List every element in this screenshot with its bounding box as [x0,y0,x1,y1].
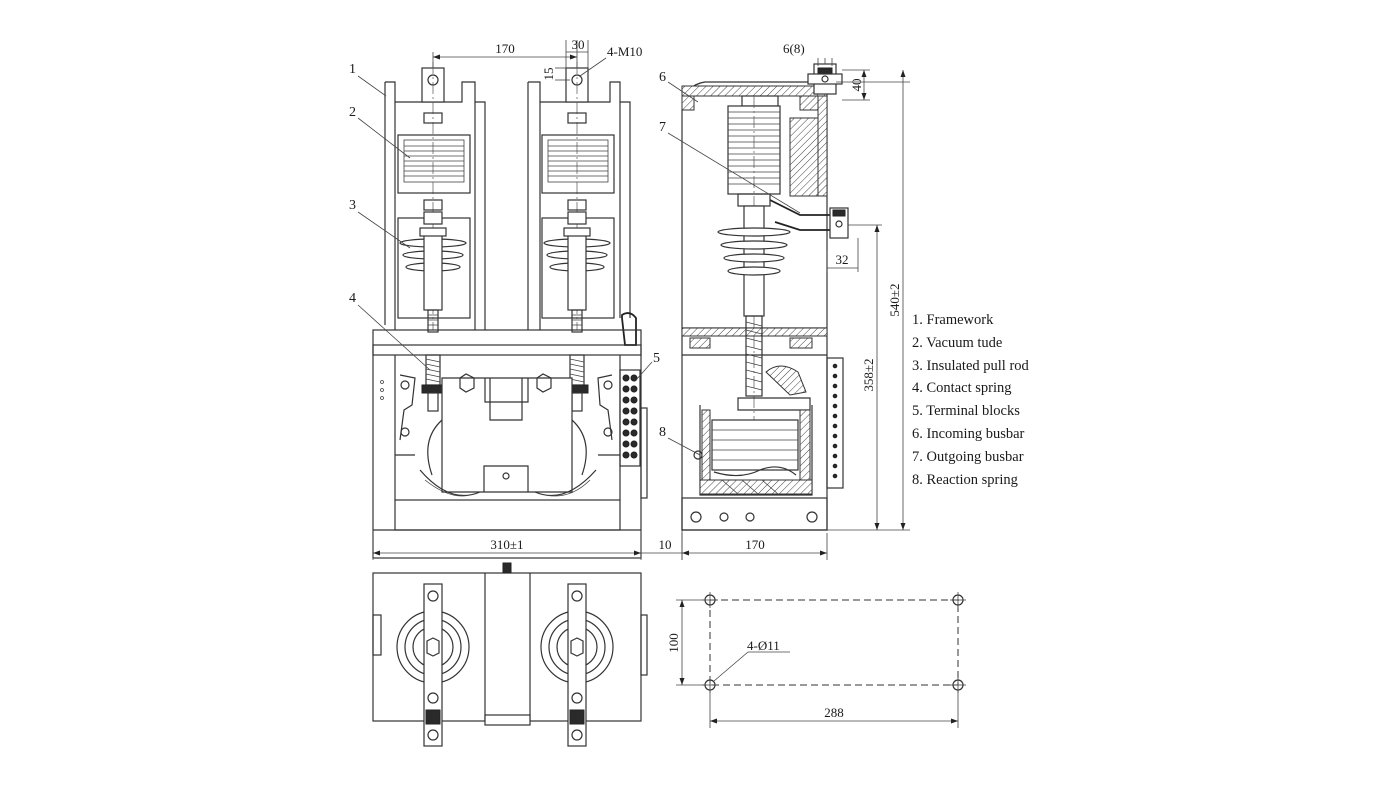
dim-lower-height: 358±2 [861,358,876,391]
mount-holes [702,592,966,693]
contact-spring-right [565,354,589,412]
dim-outgoing-offset: 32 [836,252,849,267]
terminal-block-screws [622,374,638,459]
vacuum-tube-ribs-left [404,145,464,177]
legend-item-reaction-spring: 8. Reaction spring [912,471,1018,488]
vacuum-tube-ribs-right [548,145,608,177]
dim-terminal-bolt: 4-M10 [607,44,642,59]
pull-rod-left [399,227,467,311]
side-view: 170 540±2 358±2 40 6(8) 32 6 7 8 [659,41,910,560]
plan-pole-right [540,583,614,747]
callout-2: 2 [349,105,356,120]
callout-6: 6 [659,70,666,85]
legend-item-incoming-busbar: 6. Incoming busbar [912,425,1025,442]
dim-terminal-width: 30 [572,37,585,52]
dim-pole-spacing: 170 [495,41,515,56]
legend-item-insulated-pull-rod: 3. Insulated pull rod [912,357,1029,374]
plan-view [372,562,648,747]
dim-side-depth: 170 [745,537,765,552]
legend-item-contact-spring: 4. Contact spring [912,380,1012,397]
legend-item-framework: 1. Framework [912,312,994,328]
front-view: 310±1 10 170 30 15 4-M10 1 2 3 4 5 [349,37,683,560]
side-terminal-strip [832,363,838,479]
dim-mount-x: 288 [824,705,844,720]
parts-legend: 1. Framework 2. Vacuum tude 3. Insulated… [912,309,1029,491]
dim-mount-y: 100 [666,633,681,653]
dim-overall-width: 310±1 [490,537,523,552]
legend-item-outgoing-busbar: 7. Outgoing busbar [912,448,1024,465]
dim-terminal-height: 15 [541,68,556,81]
mounting-layout: 100 288 4-Ø11 [666,592,966,728]
dim-side-offset: 10 [659,537,672,552]
dim-busbar-thickness: 6(8) [783,41,805,56]
callout-8: 8 [659,425,666,440]
callout-1: 1 [349,62,356,77]
plan-pole-left [396,583,470,747]
callout-5: 5 [653,351,660,366]
callout-7: 7 [659,120,666,135]
dim-busbar-top: 40 [849,79,864,92]
dim-mount-holes: 4-Ø11 [747,638,780,653]
pull-rod-right [543,227,611,311]
side-pull-rod [717,205,791,317]
legend-item-terminal-blocks: 5. Terminal blocks [912,403,1020,420]
legend-item-vacuum-tube: 2. Vacuum tude [912,334,1003,351]
dim-overall-height: 540±2 [887,283,902,316]
callout-3: 3 [349,198,356,213]
callout-4: 4 [349,291,356,306]
contact-spring-left [421,354,445,412]
